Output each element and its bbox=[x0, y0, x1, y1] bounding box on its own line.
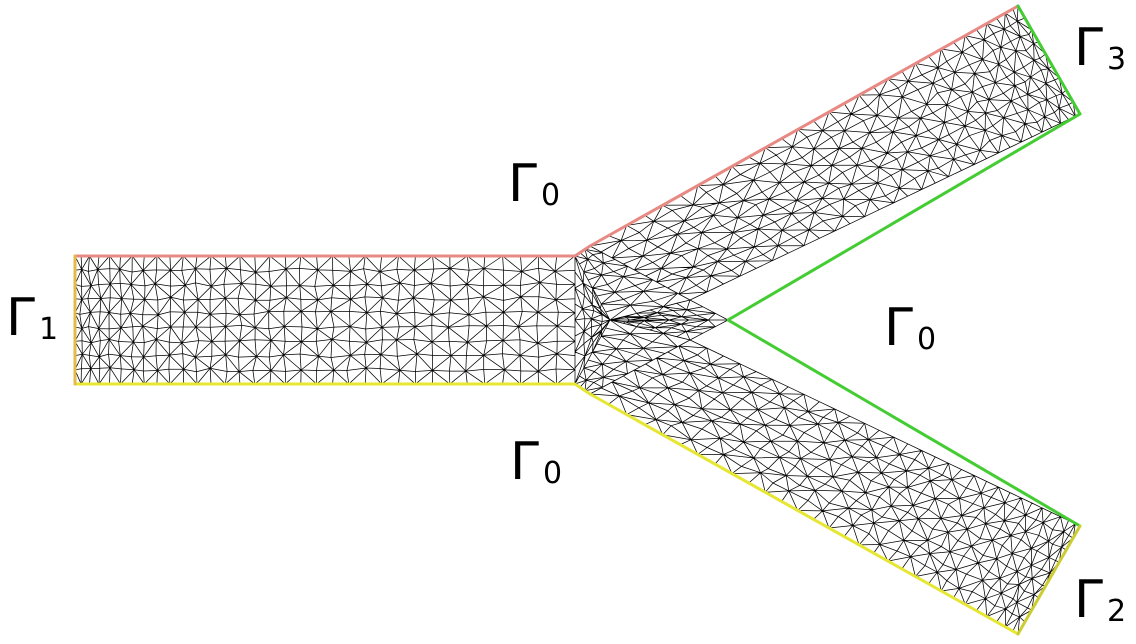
domain-boundaries bbox=[73, 4, 1082, 636]
gamma0-lower-wall bbox=[73, 382, 1020, 636]
gamma3-outlet bbox=[1016, 4, 1082, 116]
gamma0-inner-wall bbox=[726, 112, 1082, 528]
mesh-edges bbox=[74, 5, 1081, 635]
triangular-mesh bbox=[74, 5, 1081, 635]
gamma2-outlet bbox=[1016, 524, 1082, 636]
gamma0-upper-wall bbox=[73, 4, 1020, 258]
